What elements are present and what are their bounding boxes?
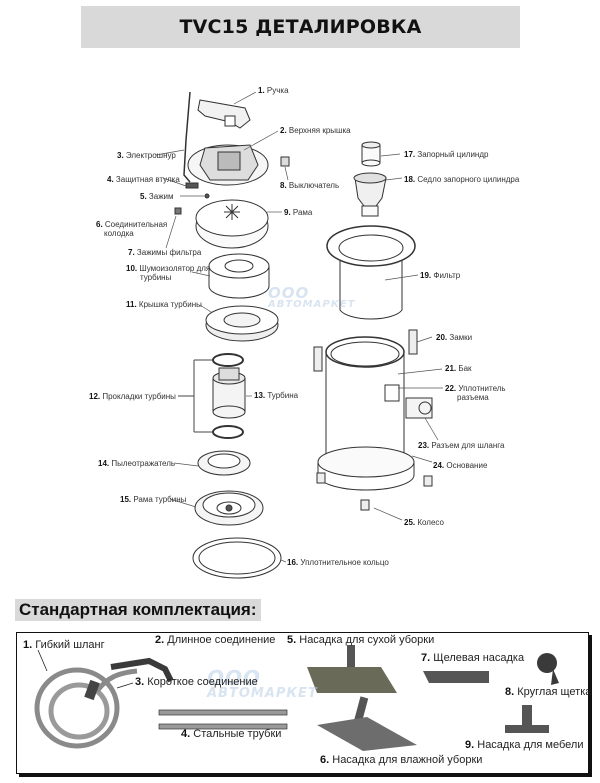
steel-tubes-image xyxy=(158,709,288,730)
part-label-8: 8. Выключатель xyxy=(280,181,340,190)
kit-item-3: 3. Короткое соединение xyxy=(135,676,258,688)
wheel-part xyxy=(423,475,433,487)
part-label-1: 1. Ручка xyxy=(258,86,289,95)
long-connector-image xyxy=(110,657,174,683)
part-label-19: 19. Фильтр xyxy=(420,271,461,280)
watermark-kit: ООО АВТОМАРКЕТ xyxy=(207,666,318,701)
round-brush-image xyxy=(537,653,559,685)
part-label-4: 4. Защитная втулка xyxy=(107,175,180,184)
page-title: TVC15 ДЕТАЛИРОВКА xyxy=(179,16,422,38)
kit-item-6: 6. Насадка для влажной уборки xyxy=(320,754,483,766)
part-label-20: 20. Замки xyxy=(436,333,473,342)
clamp-part xyxy=(204,193,210,199)
wheel-part xyxy=(360,499,370,511)
part-label-12: 12. Прокладки турбины xyxy=(89,392,176,401)
handle-part xyxy=(197,99,251,129)
short-connector-image xyxy=(84,679,100,701)
power-cord-part xyxy=(183,91,191,183)
base-part xyxy=(317,446,415,491)
part-label-24: 24. Основание xyxy=(433,461,488,470)
kit-title-bar: Стандартная комплектация: xyxy=(15,599,261,621)
filter-part xyxy=(326,225,416,320)
wet-nozzle-image xyxy=(317,696,417,751)
part-label-23: 23. Разъем для шланга xyxy=(418,441,505,450)
part-label-13: 13. Турбина xyxy=(254,391,299,400)
part-label-15: 15. Рама турбины xyxy=(120,495,187,504)
turbine-part xyxy=(212,367,246,419)
part-label-3: 3. Электрошнур xyxy=(117,151,176,160)
kit-box: ООО АВТОМАРКЕТ 1. Гибкий шланг 2. Длинно… xyxy=(16,632,592,774)
part-label-16: 16. Уплотнительное кольцо xyxy=(287,558,389,567)
connector-block-part xyxy=(174,207,182,215)
turbine-gasket-bottom xyxy=(212,425,244,439)
hose-inlet-part xyxy=(405,397,433,419)
part-label-9: 9. Рама xyxy=(284,208,313,217)
kit-item-9: 9. Насадка для мебели xyxy=(465,739,584,751)
part-label-5: 5. Зажим xyxy=(140,192,174,201)
watermark-diagram: ООО АВТОМАРКЕТ xyxy=(268,284,356,311)
latch-right-part xyxy=(408,329,418,355)
kit-item-7: 7. Щелевая насадка xyxy=(421,652,525,664)
frame-part xyxy=(195,199,269,249)
top-cover-part xyxy=(187,144,269,186)
exploded-diagram xyxy=(155,91,443,579)
tank-part xyxy=(325,336,405,462)
page-title-bar: TVC15 ДЕТАЛИРОВКА xyxy=(81,6,520,48)
upholstery-nozzle-image xyxy=(505,705,549,733)
kit-item-1: 1. Гибкий шланг xyxy=(23,639,105,651)
part-label-21: 21. Бак xyxy=(445,364,472,373)
silencer-part xyxy=(208,253,270,299)
part-label-25: 25. Колесо xyxy=(404,518,444,527)
kit-item-8: 8. Круглая щетка xyxy=(505,686,592,698)
wheel-part xyxy=(316,472,326,484)
part-label-2: 2. Верхняя крышка xyxy=(280,126,351,135)
kit-item-4: 4. Стальные трубки xyxy=(181,728,282,740)
bushing-part xyxy=(185,182,199,189)
flexible-hose-image xyxy=(34,667,138,749)
latch-left-part xyxy=(313,346,323,372)
crevice-nozzle-image xyxy=(423,671,489,683)
part-label-7: 7. Зажимы фильтра xyxy=(128,248,202,257)
part-label-14: 14. Пылеотражатель xyxy=(98,459,176,468)
part-label-11: 11. Крышка турбины xyxy=(126,300,202,309)
connector-gasket-part xyxy=(384,384,400,402)
part-label-18: 18. Седло запорного цилиндра xyxy=(404,175,520,184)
part-label-17: 17. Запорный цилиндр xyxy=(404,150,489,159)
cylinder-seat-part xyxy=(353,172,387,217)
kit-item-5: 5. Насадка для сухой уборки xyxy=(287,634,435,646)
turbine-gasket-top xyxy=(212,353,244,367)
turbine-cover-part xyxy=(205,305,279,342)
sealing-ring-part xyxy=(192,537,282,579)
switch-part xyxy=(280,156,290,167)
kit-illustrations xyxy=(34,645,559,751)
turbine-frame-part xyxy=(194,490,264,526)
dust-deflector-part xyxy=(197,450,251,476)
lock-cylinder-part xyxy=(361,141,381,167)
kit-title: Стандартная комплектация: xyxy=(19,600,257,619)
kit-item-2: 2. Длинное соединение xyxy=(155,634,276,646)
dry-nozzle-image xyxy=(307,645,397,693)
